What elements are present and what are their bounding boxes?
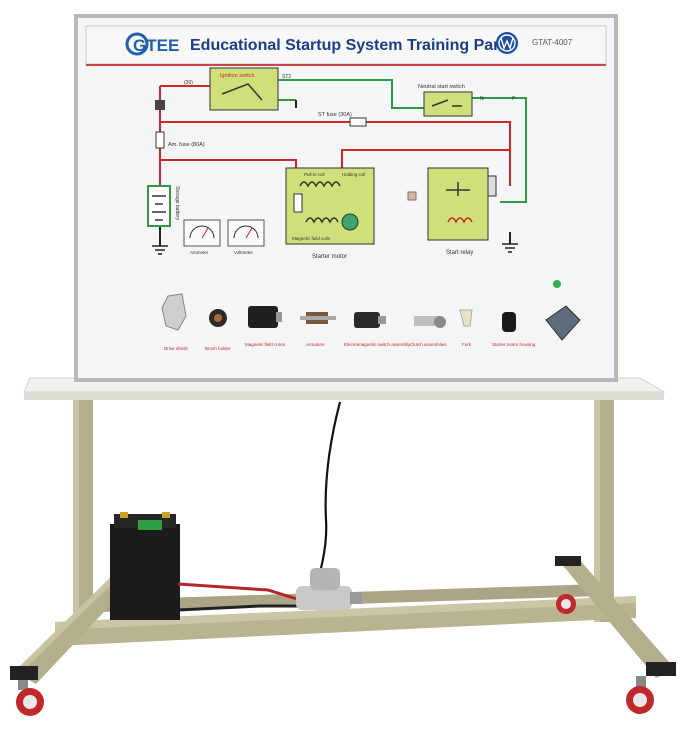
storage-battery-label: Storage battery [174, 186, 180, 221]
am-fuse-icon [155, 131, 165, 149]
terminal-p-label: P [512, 96, 516, 102]
ignition-switch-label: Ignition switch [220, 73, 255, 79]
component-label-3: Armature [306, 342, 325, 347]
start-relay-diagram [427, 167, 489, 241]
panel-title: Educational Startup System Training Pane… [190, 37, 516, 54]
component-label-0: Drive shield [164, 346, 188, 351]
component-label-7: Starter motor housing [492, 342, 536, 347]
caster-wheels [16, 594, 654, 716]
voltmeter-label: Voltmeter [234, 250, 254, 255]
neutral-switch-box [423, 91, 473, 117]
st-fuse-icon [349, 117, 367, 127]
neutral-switch-label: Neutral start switch [418, 84, 465, 90]
model-number: GTAT-4007 [532, 38, 573, 47]
pull-in-coil-label: Pull-in coil [304, 172, 325, 177]
brand-text: GTEE [133, 36, 179, 55]
ammeter [183, 219, 221, 247]
terminal-st2-label: ST2 [282, 74, 291, 80]
st-fuse-label: ST fuse (30A) [318, 112, 352, 118]
start-relay-label: Start relay [446, 250, 473, 256]
ignition-switch-box [209, 67, 279, 111]
starter-motor-label: Starter motor [312, 254, 347, 260]
ammeter-label: Ammeter [190, 250, 209, 255]
starter-motor-unit [296, 568, 362, 610]
terminal-30-label: (30) [184, 80, 193, 86]
voltmeter [227, 219, 265, 247]
field-coils-label: Magnetic field coils [292, 236, 331, 241]
battery [110, 512, 180, 620]
component-label-6: Fork [462, 342, 472, 347]
vw-logo-icon [496, 32, 518, 54]
stand-frame [10, 392, 676, 684]
component-label-1: Brush holder [205, 346, 231, 351]
brand-logo-icon [125, 32, 149, 56]
terminal-n-label: N [480, 96, 484, 102]
component-label-4: Electromagnetic switch assembly [344, 342, 411, 347]
am-fuse-label: Am. fuse (80A) [168, 142, 205, 148]
title-band [85, 25, 607, 65]
component-samples [161, 293, 581, 341]
component-label-2: Magnetic field cores [245, 342, 286, 347]
indicator-light [553, 280, 561, 288]
component-label-5: Clutch assemblies [410, 342, 447, 347]
holding-coil-label: Holding coil [342, 172, 365, 177]
